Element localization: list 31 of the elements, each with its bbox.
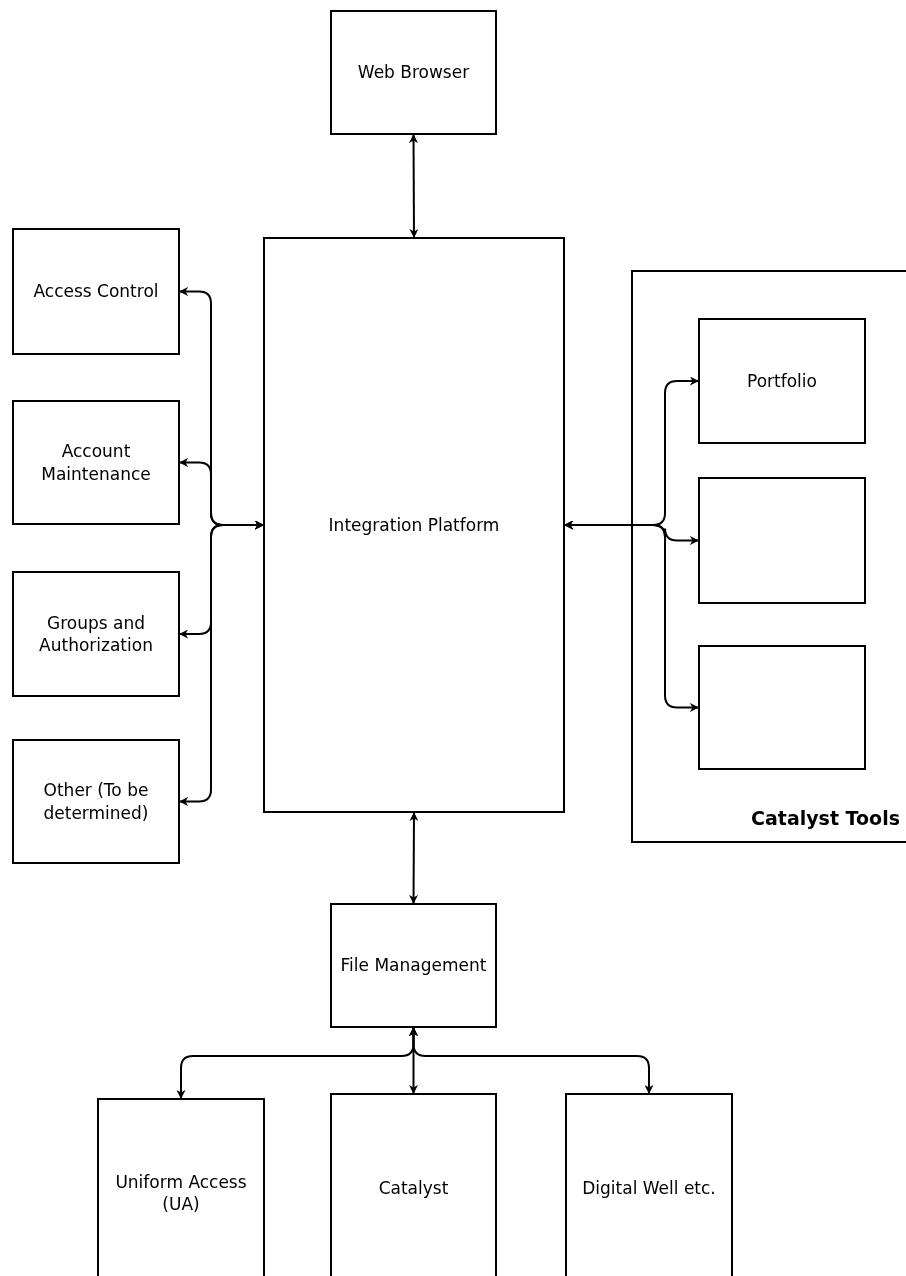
arrow [409,134,419,238]
node-label: Other (To be determined) [42,779,150,824]
node-label: File Management [340,954,487,977]
process-box [12,571,180,697]
arrow [409,1027,654,1094]
node-label: Account Maintenance [40,440,152,485]
process-box [565,1093,733,1276]
node-label: Uniform Access (UA) [114,1170,248,1216]
group-title: Catalyst Tools [751,806,901,832]
process-box [263,237,565,813]
process-box [698,645,866,770]
process-box [97,1098,265,1276]
arrow [564,520,699,712]
process-box [698,477,866,604]
process-box [698,318,866,444]
node-label: Access Control [33,280,159,303]
node-label: Digital Well etc. [582,1176,716,1200]
node-label: Groups and Authorization [38,611,154,657]
node-label: Web Browser [357,61,470,84]
node-label: Portfolio [747,369,817,393]
node-label: Integration Platform [328,513,500,537]
process-box [330,903,497,1028]
process-box [12,228,180,355]
node-label: Catalyst [378,1176,449,1200]
group-container [631,270,906,843]
process-box [12,739,180,864]
process-box [12,400,180,525]
process-box [330,1093,497,1276]
arrow [179,520,264,806]
arrow [409,812,419,904]
process-box [330,10,497,135]
